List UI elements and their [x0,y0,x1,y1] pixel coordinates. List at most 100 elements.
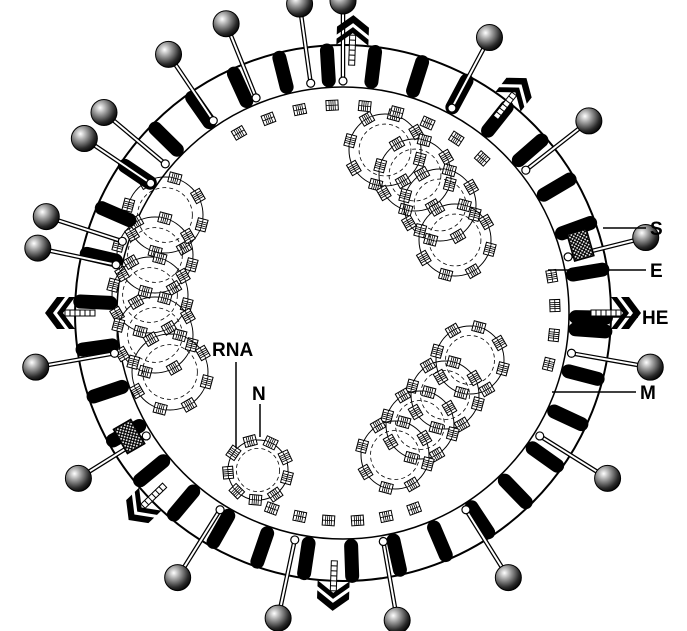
m-protein [406,55,430,98]
ribbon-block [350,514,365,527]
ribbon-block [547,328,560,343]
lower-right-nucleocapsid-block [446,355,462,370]
m-protein [148,121,184,157]
upper-right-nucleocapsid-coil-inner [388,148,442,202]
lower-right-nucleocapsid-block [470,396,485,412]
lower-right-nucleocapsid-block [471,320,487,335]
m-protein [536,172,577,202]
upper-right-nucleocapsid-coil-inner [428,213,482,267]
lower-right-nucleocapsid-block [369,417,387,434]
lower-right-nucleocapsid-block [407,403,424,421]
m-protein [497,473,533,510]
lower-right-nucleocapsid-block [453,416,471,433]
label-rna: RNA [212,340,253,361]
left-nucleocapsid-block [165,359,183,376]
hemagglutinin-esterase-proteins [45,15,641,611]
he-protein [45,297,96,329]
m-protein [73,294,118,310]
m-protein [185,90,217,130]
e-protein [566,227,595,263]
lower-right-nucleocapsid-block [357,463,374,481]
lower-right-nucleocapsid-block [445,426,460,442]
ribbon-block [389,105,405,120]
upper-right-nucleocapsid-coil [378,138,452,212]
upper-right-nucleocapsid-coil-inner [358,123,412,177]
lower-right-nucleocapsid-block [466,369,483,387]
left-nucleocapsid-coil [111,256,189,334]
lower-right-nucleocapsid-block [405,378,420,394]
left-nucleocapsid-block [172,328,188,343]
left-nucleocapsid-block [194,344,211,362]
left-nucleocapsid-block [179,307,196,325]
m-protein [75,338,120,357]
left-nucleocapsid-block [184,257,199,273]
m-protein [86,379,130,404]
upper-right-nucleocapsid-block [467,206,482,223]
left-nucleocapsid-block [160,319,178,336]
left-nucleocapsid-block [157,291,173,306]
ribbon-block [545,268,559,284]
label-e: E [650,261,663,282]
left-nucleocapsid-block [189,187,206,205]
ribbon-block [321,514,336,527]
lower-right-nucleocapsid-coil-inner [370,430,420,480]
ribbon-block [263,501,280,516]
ribbon-block [292,102,308,117]
left-nucleocapsid-block [157,211,173,226]
lower-right-nucleocapsid-block [495,361,510,377]
he-protein [590,297,641,329]
upper-right-nucleocapsid-block [449,228,467,245]
m-protein [226,66,254,108]
upper-right-nucleocapsid-block [412,151,427,168]
m-protein [561,364,605,386]
left-nucleocapsid-coil-inner [142,344,198,400]
s-protein [155,40,218,126]
lower-right-nucleocapsid-coil [360,420,430,490]
he-protein [492,77,532,121]
upper-right-nucleocapsid-block [413,222,428,239]
left-nucleocapsid-block [175,239,193,256]
upper-right-nucleocapsid-block [463,178,480,196]
free-nucleocapsid-block [266,486,284,503]
upper-right-nucleocapsid-block [415,249,432,267]
left-nucleocapsid-block [122,254,140,271]
s-protein [212,10,261,103]
label-m: M [640,383,656,404]
free-nucleocapsid-block [222,465,235,480]
left-nucleocapsid-block [114,345,131,363]
upper-right-nucleocapsid-block [388,135,406,152]
upper-right-nucleocapsid-coil [418,203,492,277]
lower-right-nucleocapsid-block [444,322,462,339]
he-protein [126,482,168,524]
m-protein [568,322,613,339]
lower-right-nucleocapsid-block [441,399,458,417]
s-protein [535,431,622,492]
ribbon-block [292,509,308,524]
s-protein [32,203,127,246]
ribbon-block [325,99,339,112]
lower-right-nucleocapsid-coil-inner [395,400,445,450]
left-nucleocapsid-coil [116,296,194,374]
ribbon-block [541,356,556,372]
left-nucleocapsid-block [142,331,160,348]
s-protein [164,505,225,592]
free-nucleocapsid-block [225,444,242,462]
lower-right-nucleocapsid-block [394,387,412,404]
m-protein [272,50,294,94]
upper-right-nucleocapsid-block [441,163,458,178]
upper-right-nucleocapsid-block [482,241,497,258]
s-protein [378,536,411,631]
m-protein [464,500,496,540]
lower-right-nucleocapsid-block [491,334,508,352]
upper-right-nucleocapsid-block [413,165,431,182]
lower-right-nucleocapsid-block [378,480,394,495]
free-nucleocapsid-block [262,435,279,451]
upper-right-nucleocapsid-block [442,176,457,193]
left-nucleocapsid-block [167,171,183,186]
lower-right-nucleocapsid-coil [410,360,480,430]
left-nucleocapsid-block [127,294,145,311]
left-nucleocapsid-block [106,277,121,293]
lower-right-nucleocapsid-block [382,433,399,451]
lower-right-nucleocapsid-block [430,343,445,359]
